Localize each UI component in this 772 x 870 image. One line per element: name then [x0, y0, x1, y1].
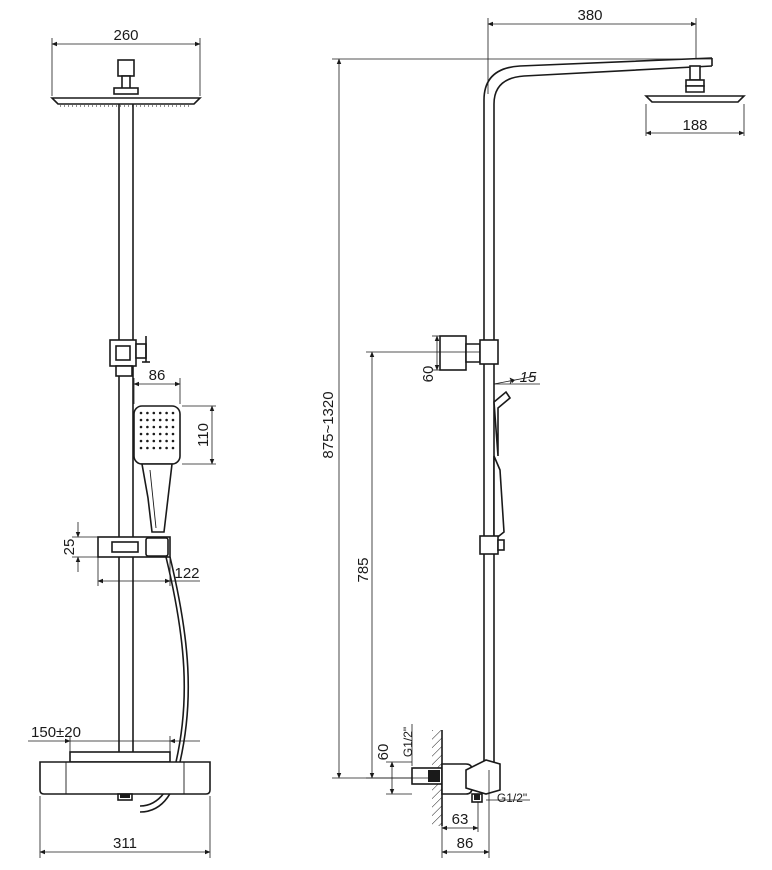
nozzle-dot — [158, 432, 162, 436]
label-head-width: 260 — [113, 27, 138, 44]
nozzle-dot — [146, 418, 149, 422]
front-hose — [139, 556, 190, 813]
dim-inlet-height: 60 — [375, 744, 412, 795]
nozzle-dot — [158, 439, 162, 443]
nozzle-dot — [152, 425, 156, 429]
dim-shelf-width: 122 — [97, 557, 200, 586]
nozzle-dot — [158, 411, 162, 415]
nozzle-dot — [165, 418, 168, 422]
label-total-height: 875~1320 — [320, 391, 337, 458]
side-riser-arm — [483, 57, 713, 770]
front-hand-shower — [133, 405, 181, 533]
front-mixer — [39, 751, 211, 801]
dim-angle: 15 — [493, 369, 540, 386]
side-hand-shower — [493, 390, 512, 542]
nozzle-dot — [146, 439, 149, 443]
dim-wall-offset-small: 63 — [441, 802, 479, 832]
dim-head-width: 260 — [51, 27, 201, 96]
nozzle-dot — [171, 418, 175, 422]
nozzle-dot — [165, 411, 168, 415]
label-wall-offset-large: 86 — [457, 835, 474, 852]
nozzle-dot — [139, 425, 143, 429]
nozzle-dot — [152, 432, 156, 436]
side-view: 380 188 875~1320 785 60 — [320, 7, 746, 858]
front-view: 260 86 110 25 — [28, 27, 216, 858]
label-inlet-height: 60 — [375, 744, 392, 761]
nozzle-dot — [152, 411, 156, 415]
nozzle-dot — [158, 425, 162, 429]
side-slider — [479, 535, 505, 555]
nozzle-dot — [146, 411, 149, 415]
dim-inlet-thread: G1/2" — [401, 724, 415, 766]
dim-hook-height: 60 — [420, 335, 440, 383]
nozzle-dot — [158, 446, 162, 450]
side-shower-head — [644, 65, 746, 103]
dim-arm-reach: 380 — [487, 7, 697, 94]
dim-total-height: 875~1320 — [320, 58, 712, 779]
dim-wall-offset-large: 86 — [441, 770, 490, 858]
nozzle-dot — [165, 425, 168, 429]
nozzle-dot — [146, 425, 149, 429]
nozzle-dot — [171, 432, 175, 436]
dim-mixer-width: 311 — [39, 796, 211, 858]
label-outlet-thread: G1/2" — [497, 791, 527, 805]
nozzle-dot — [158, 418, 162, 422]
label-hand-width: 86 — [149, 367, 166, 384]
label-angle: 15 — [520, 369, 537, 386]
nozzle-dot — [139, 411, 143, 415]
label-inlet-thread: G1/2" — [401, 727, 415, 757]
dim-mixer-height: 785 — [355, 351, 480, 779]
side-mixer — [411, 759, 501, 803]
front-riser — [118, 104, 134, 762]
dim-hand-height: 110 — [182, 405, 216, 465]
dim-outlet-spacing: 150±20 — [28, 724, 200, 752]
label-mixer-width: 311 — [113, 835, 137, 852]
label-mixer-height: 785 — [355, 557, 372, 582]
label-hook-height: 60 — [420, 366, 437, 383]
dim-shelf-height: 25 — [61, 522, 98, 572]
label-hand-height: 110 — [195, 423, 212, 447]
nozzle-dot — [146, 432, 149, 436]
nozzle-dot — [139, 418, 143, 422]
nozzle-dot — [171, 446, 175, 450]
nozzle-dot — [171, 411, 175, 415]
nozzle-dot — [152, 418, 156, 422]
nozzle-dot — [139, 432, 143, 436]
nozzle-dot — [165, 446, 168, 450]
front-shelf — [97, 536, 171, 558]
label-outlet-spacing: 150±20 — [31, 724, 81, 741]
nozzle-dot — [171, 425, 175, 429]
dim-head-diameter: 188 — [645, 104, 745, 136]
nozzle-dot — [146, 446, 149, 450]
label-arm-reach: 380 — [577, 7, 602, 24]
dim-hand-width: 86 — [133, 367, 181, 404]
nozzle-dot — [165, 439, 168, 443]
label-shelf-height: 25 — [61, 539, 78, 556]
nozzle-dot — [171, 439, 175, 443]
nozzle-dot — [152, 446, 156, 450]
nozzle-dot — [139, 446, 143, 450]
front-upper-bracket — [109, 336, 150, 377]
nozzle-dot — [139, 439, 143, 443]
label-wall-offset-small: 63 — [452, 811, 469, 828]
label-shelf-width: 122 — [174, 565, 199, 582]
nozzle-dot — [152, 439, 156, 443]
side-hook-bracket — [439, 335, 499, 371]
dim-outlet-thread: G1/2" — [486, 791, 530, 805]
label-head-diameter: 188 — [682, 117, 707, 134]
front-shower-head — [50, 59, 202, 107]
hand-shower-nozzles — [139, 411, 175, 450]
nozzle-dot — [165, 432, 168, 436]
